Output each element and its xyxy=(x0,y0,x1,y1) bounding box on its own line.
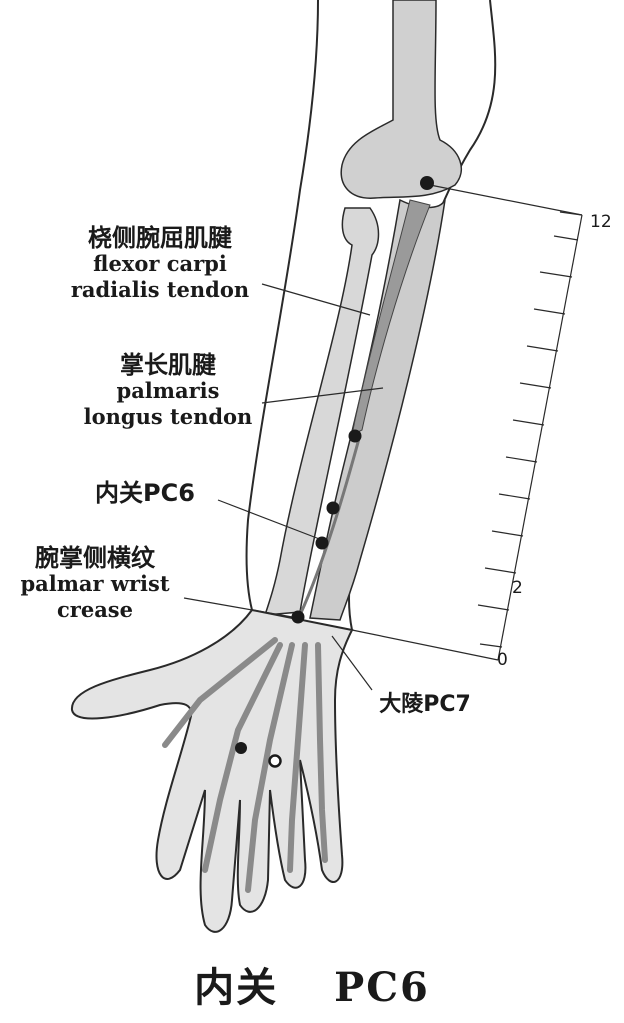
figure-caption: 内关 PC6 xyxy=(0,955,624,1013)
arm-outline xyxy=(247,0,496,630)
hand xyxy=(72,610,352,932)
humerus-bone xyxy=(341,0,461,198)
pc6-label: 内关PC6 xyxy=(65,480,225,506)
fcr-label-en-2: radialis tendon xyxy=(55,277,265,303)
pl-label-en-2: longus tendon xyxy=(68,404,268,430)
point-marker xyxy=(349,430,362,443)
scale-label-12: 12 xyxy=(590,212,612,232)
pc7-point-marker xyxy=(292,611,305,624)
point-marker xyxy=(327,502,340,515)
crease-label: 腕掌侧横纹 palmar wrist crease xyxy=(0,545,190,623)
fcr-label: 桡侧腕屈肌腱 flexor carpi radialis tendon xyxy=(55,225,265,303)
caption-code: PC6 xyxy=(334,964,430,1011)
crease-label-en-2: crease xyxy=(0,597,190,623)
hand-outline xyxy=(72,610,352,932)
crease-label-cn: 腕掌侧横纹 xyxy=(0,545,190,571)
fcr-label-en-1: flexor carpi xyxy=(55,251,265,277)
pl-label-cn: 掌长肌腱 xyxy=(68,352,268,378)
crease-label-en-1: palmar wrist xyxy=(0,571,190,597)
elbow-point-marker xyxy=(420,176,434,190)
scale-label-2: 2 xyxy=(512,578,523,598)
palm-open-point-marker xyxy=(270,756,281,767)
caption-cn: 内关 xyxy=(194,965,278,1011)
fcr-label-cn: 桡侧腕屈肌腱 xyxy=(55,225,265,251)
pc6-point-marker xyxy=(316,537,329,550)
pc7-label: 大陵PC7 xyxy=(355,692,495,718)
palm-point-marker xyxy=(235,742,247,754)
pl-label-en-1: palmaris xyxy=(68,378,268,404)
pl-label: 掌长肌腱 palmaris longus tendon xyxy=(68,352,268,430)
scale-label-0: 0 xyxy=(497,650,508,670)
